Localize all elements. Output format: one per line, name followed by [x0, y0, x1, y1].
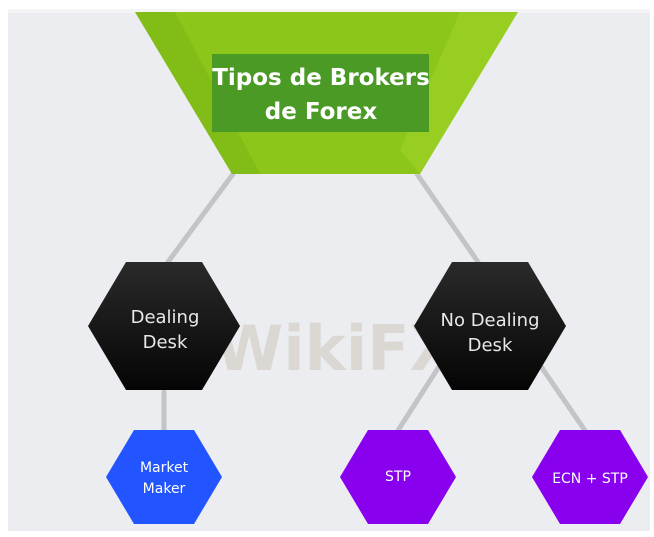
no-dealing-desk-label-1: No Dealing [441, 310, 540, 331]
title-line-2: de Forex [265, 99, 378, 125]
funnel-shade [135, 12, 260, 174]
ecn-stp-label: ECN + STP [552, 471, 628, 487]
connector-no-dealing-stp [394, 362, 443, 435]
market-maker-hexagon [106, 430, 222, 524]
ecn-stp-node: ECN + STP [532, 430, 648, 524]
ecn-stp-hexagon [532, 430, 648, 524]
market-maker-label-1: Market [140, 460, 189, 476]
dealing-desk-label-1: Dealing [131, 307, 200, 328]
connector-title-no-dealing [414, 171, 481, 265]
connector-no-dealing-ecn [537, 362, 589, 435]
dealing-desk-label-2: Desk [143, 332, 188, 353]
market-maker-node: Market Maker [106, 430, 222, 524]
top-strip [8, 9, 650, 13]
no-dealing-desk-hexagon [414, 262, 566, 390]
stp-node: STP [340, 430, 456, 524]
title-line-1: Tipos de Brokers [212, 65, 430, 91]
title-funnel: Tipos de Brokers de Forex [135, 12, 518, 174]
title-box [212, 54, 429, 132]
dealing-desk-hexagon [88, 262, 240, 390]
stp-hexagon [340, 430, 456, 524]
connectors [161, 171, 589, 435]
funnel-highlight [400, 12, 518, 174]
no-dealing-desk-label-2: Desk [468, 335, 513, 356]
no-dealing-desk-node: No Dealing Desk [414, 262, 566, 390]
market-maker-label-2: Maker [143, 481, 186, 497]
connector-title-dealing [165, 171, 236, 265]
dealing-desk-node: Dealing Desk [88, 262, 240, 390]
stp-label: STP [385, 469, 411, 485]
